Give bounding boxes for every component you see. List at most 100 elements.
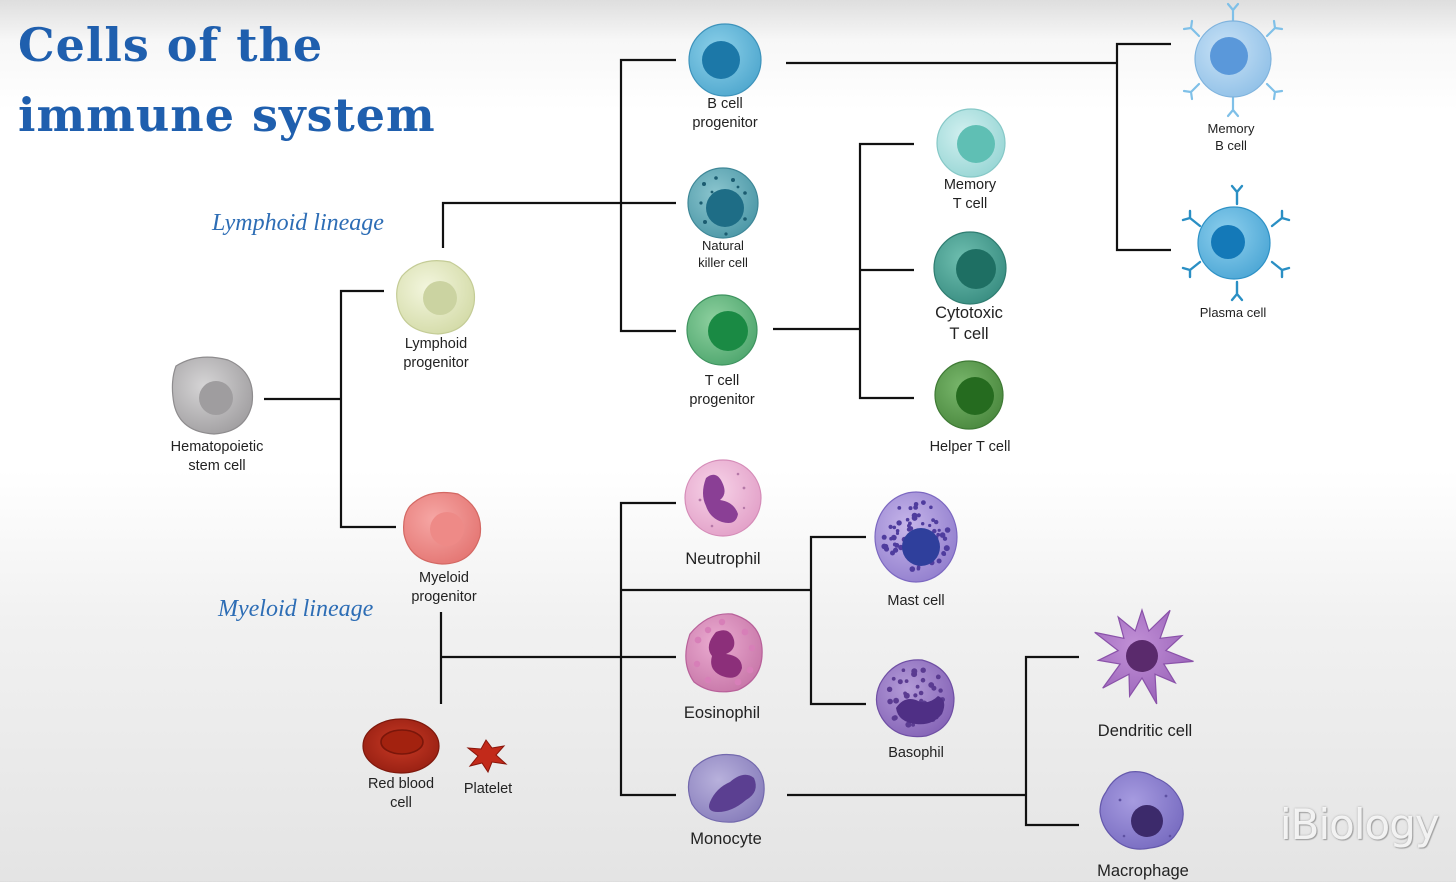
granule: [887, 698, 893, 705]
granule: [897, 506, 902, 510]
helper-t-cell-icon: [934, 360, 1004, 430]
label-memory-b-cell: Memory B cell: [1208, 120, 1255, 154]
label-line: B cell: [707, 96, 743, 112]
label-line: Cytotoxic: [935, 304, 1003, 322]
natural-killer-cell-icon: [687, 167, 759, 239]
macrophage-icon: [1099, 771, 1184, 850]
granule: [905, 517, 910, 522]
granule: [920, 667, 926, 673]
label-plasma-cell: Plasma cell: [1200, 304, 1266, 321]
granule: [944, 527, 951, 533]
label-t-cell-progenitor: T cell progenitor: [689, 372, 754, 410]
granule: [888, 524, 893, 530]
connector-hsc-bracket: [339, 289, 396, 529]
lymphoid-lineage-heading: Lymphoid lineage: [212, 210, 384, 236]
granule: [921, 522, 925, 526]
connector-granulocyte-bracket: [809, 535, 866, 706]
granule: [913, 502, 919, 507]
label-red-blood-cell: Red blood cell: [368, 775, 434, 813]
granule: [886, 686, 893, 692]
label-line: Monocyte: [690, 830, 762, 848]
ibiology-watermark: iBiology: [1280, 800, 1440, 849]
label-line: Natural: [702, 238, 744, 253]
label-line: T cell: [952, 196, 988, 212]
label-line: Helper T cell: [929, 439, 1011, 455]
granule: [916, 566, 921, 571]
granule: [934, 519, 939, 525]
granule: [908, 521, 912, 526]
granule: [908, 506, 913, 511]
t-cell-progenitor-icon: [686, 294, 758, 366]
label-line: Memory: [943, 177, 997, 193]
granule: [901, 668, 906, 672]
plasma-cell-icon: [1181, 184, 1291, 302]
label-line: progenitor: [403, 355, 469, 371]
connector-lines: [264, 42, 1171, 827]
label-cytotoxic-t-cell: Cytotoxic T cell: [935, 303, 1003, 345]
label-line: T cell: [949, 325, 989, 343]
connector-monocyte-bracket: [1024, 655, 1079, 827]
granule: [895, 531, 900, 536]
label-line: Hematopoietic: [170, 439, 264, 455]
label-line: Dendritic cell: [1097, 722, 1193, 740]
label-b-cell-progenitor: B cell progenitor: [692, 95, 757, 133]
basophil-icon: [875, 659, 955, 738]
label-line: B cell: [1215, 138, 1247, 153]
label-eosinophil: Eosinophil: [684, 703, 760, 724]
granule: [895, 529, 900, 533]
label-platelet: Platelet: [464, 780, 512, 799]
label-natural-killer-cell: Natural killer cell: [698, 237, 748, 271]
granule: [915, 684, 920, 689]
label-line: Basophil: [888, 745, 944, 761]
granule: [903, 691, 907, 696]
hematopoietic-stem-cell-icon: [171, 356, 254, 435]
monocyte-icon: [687, 753, 765, 823]
label-mast-cell: Mast cell: [887, 592, 944, 611]
granule: [893, 547, 899, 553]
label-line: Platelet: [463, 781, 513, 797]
memory-b-cell-icon: [1182, 2, 1284, 118]
granule: [942, 536, 948, 541]
granule: [881, 534, 887, 540]
granule: [920, 677, 926, 683]
granule: [883, 546, 890, 552]
granule: [896, 520, 902, 526]
label-macrophage: Macrophage: [1097, 861, 1189, 882]
granule: [928, 523, 932, 528]
granule: [909, 566, 916, 572]
granule: [911, 512, 918, 519]
granule: [911, 668, 918, 675]
red-blood-cell-icon: [362, 718, 440, 774]
granule: [897, 679, 903, 685]
label-neutrophil: Neutrophil: [685, 549, 760, 570]
granule: [931, 685, 937, 691]
label-line: stem cell: [188, 458, 246, 474]
label-line: T cell: [704, 373, 740, 389]
granule: [911, 723, 915, 727]
label-line: Eosinophil: [683, 704, 761, 722]
granule: [931, 518, 935, 522]
label-myeloid-progenitor: Myeloid progenitor: [411, 569, 476, 607]
label-line: Neutrophil: [685, 550, 761, 568]
connector-bcell-bracket: [1115, 42, 1171, 252]
granule: [943, 545, 950, 552]
granule: [929, 505, 933, 510]
label-line: killer cell: [698, 255, 748, 270]
title-line-1: Cells of the: [18, 18, 324, 72]
label-line: Memory: [1207, 121, 1255, 136]
granule: [891, 715, 897, 721]
label-line: cell: [390, 795, 412, 811]
label-line: Myeloid: [419, 570, 469, 586]
granule: [938, 688, 943, 693]
granule: [941, 533, 945, 537]
neutrophil-icon: [684, 459, 762, 537]
granule: [916, 513, 921, 518]
label-lymphoid-progenitor: Lymphoid progenitor: [403, 335, 468, 373]
label-dendritic-cell: Dendritic cell: [1098, 721, 1192, 742]
granule: [913, 693, 918, 698]
platelet-icon: [466, 739, 508, 774]
label-line: Red blood: [367, 776, 435, 792]
granule: [891, 676, 896, 681]
granule: [936, 558, 942, 564]
